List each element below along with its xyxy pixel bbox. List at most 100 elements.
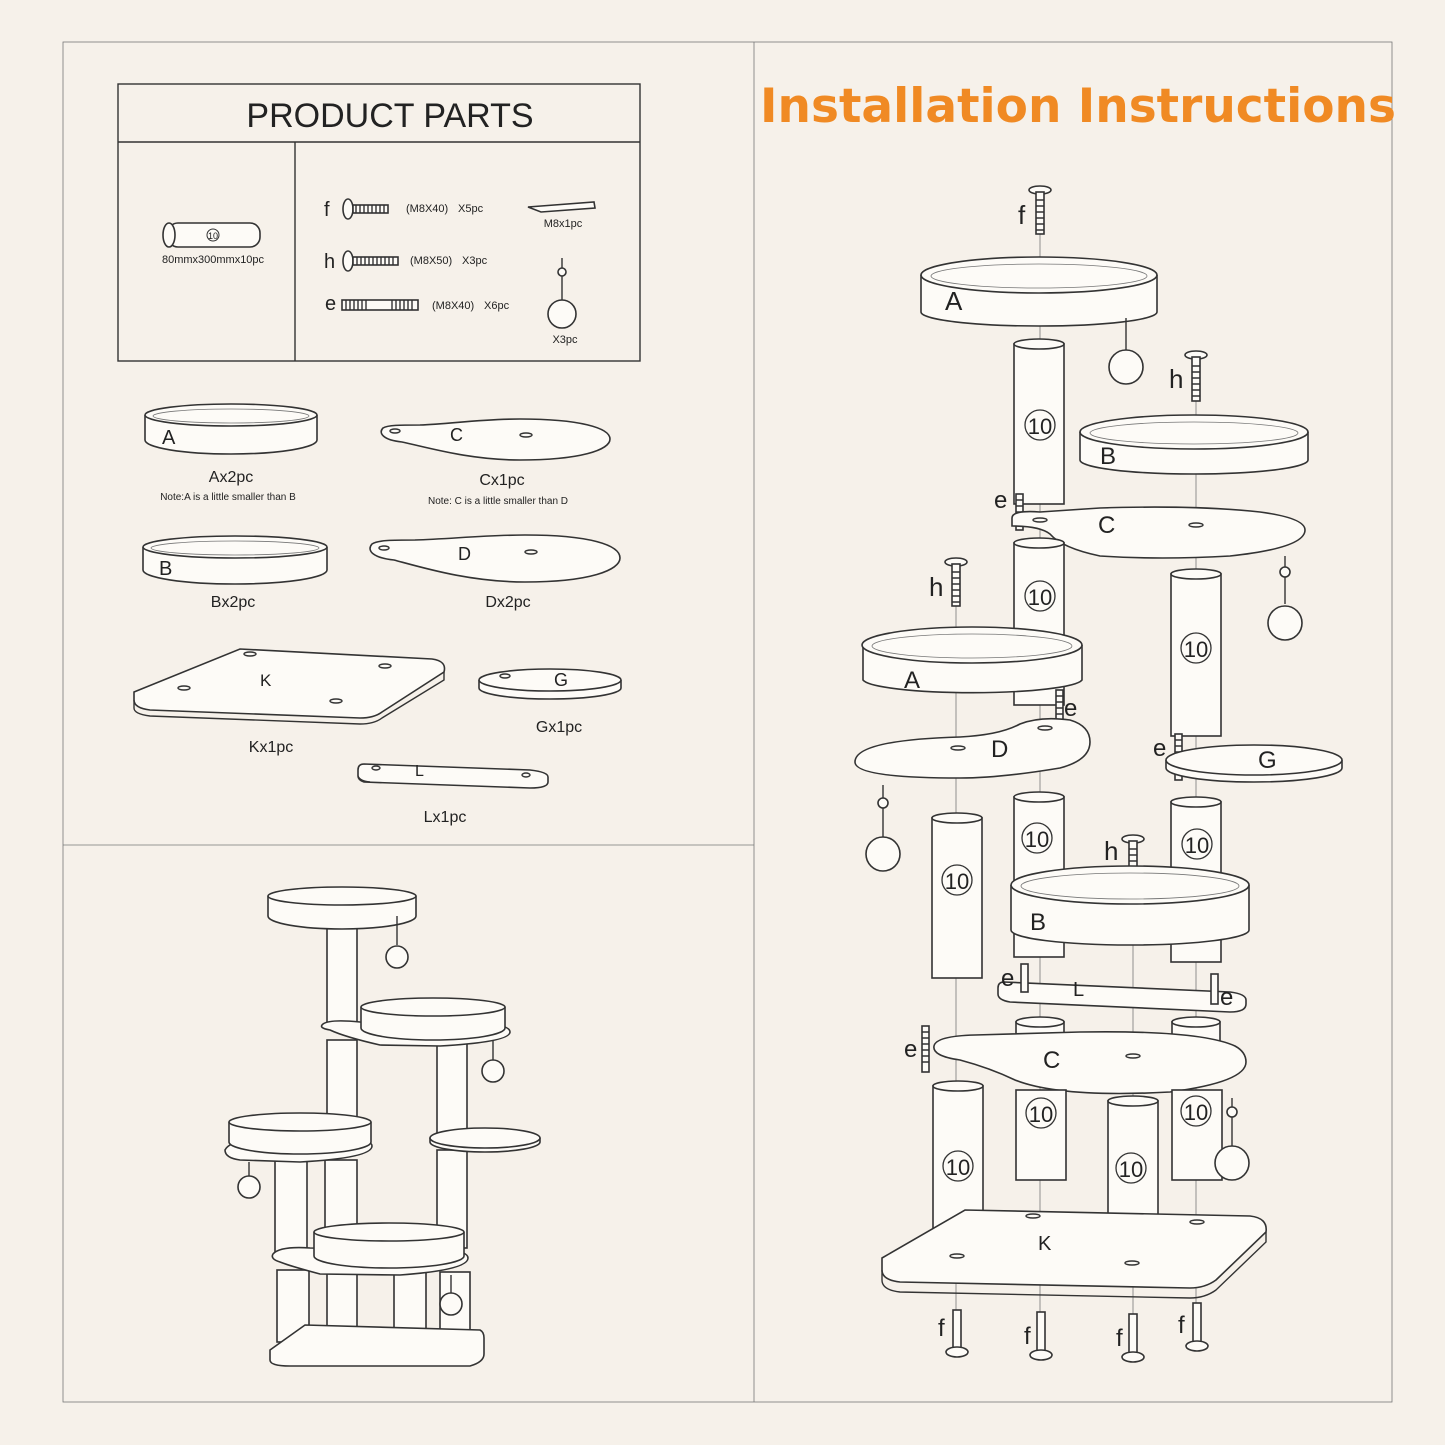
- install-title: Installation Instructions: [760, 79, 1396, 134]
- svg-text:f: f: [1018, 200, 1026, 230]
- svg-text:10: 10: [1029, 1102, 1053, 1127]
- exploded-post: 10: [1013, 338, 1065, 505]
- part-l: L: [357, 763, 549, 789]
- svg-text:10: 10: [1185, 833, 1209, 858]
- svg-text:f: f: [1024, 1323, 1031, 1350]
- exploded-part-l: L: [997, 963, 1247, 1013]
- svg-text:f: f: [938, 1315, 945, 1342]
- svg-text:e: e: [1153, 735, 1166, 762]
- svg-text:A: A: [904, 667, 920, 694]
- part-a: A: [144, 403, 318, 455]
- wrench-qty: M8x1pc: [544, 218, 583, 230]
- hardware-e-letter: e: [325, 293, 336, 315]
- screw-f-icon: [1121, 1313, 1145, 1363]
- hardware-f-qty: X5pc: [458, 203, 484, 215]
- svg-text:D: D: [991, 736, 1008, 763]
- svg-text:C: C: [1098, 512, 1115, 539]
- post-spec: 80mmx300mmx10pc: [162, 254, 265, 266]
- svg-text:e: e: [1001, 965, 1014, 992]
- part-c: C: [380, 418, 611, 461]
- exploded-part-g: G: [1165, 744, 1343, 783]
- part-g-qty: Gx1pc: [536, 719, 582, 736]
- svg-text:10: 10: [946, 1155, 970, 1180]
- part-a-note: Note:A is a little smaller than B: [160, 492, 296, 503]
- screw-f-icon: [1028, 185, 1052, 235]
- hardware-f-letter: f: [324, 199, 330, 221]
- screw-f-icon: [1029, 1311, 1053, 1361]
- exploded-part-c-low: C: [933, 1030, 1247, 1095]
- part-b-letter: B: [159, 558, 172, 580]
- svg-text:10: 10: [945, 869, 969, 894]
- svg-text:A: A: [945, 286, 963, 316]
- exploded-part-k: K: [881, 1209, 1267, 1299]
- svg-text:e: e: [994, 487, 1007, 514]
- post-number: 10: [208, 231, 218, 241]
- exploded-part-b-top: B: [1079, 414, 1309, 475]
- svg-text:G: G: [1258, 747, 1277, 774]
- assembled-cat-tree: [224, 886, 541, 1367]
- exploded-part-a-top: A: [920, 256, 1158, 385]
- part-d-letter: D: [458, 544, 471, 564]
- svg-text:e: e: [1220, 984, 1233, 1011]
- double-bolt-e-icon: [921, 1025, 930, 1073]
- exploded-part-d: D: [854, 717, 1091, 872]
- svg-text:10: 10: [1119, 1157, 1143, 1182]
- svg-text:e: e: [1064, 695, 1077, 722]
- part-g: G: [478, 668, 622, 700]
- exploded-part-b-low: B: [1010, 865, 1250, 946]
- hardware-h-qty: X3pc: [462, 255, 488, 267]
- exploded-part-a-mid: A: [861, 626, 1083, 694]
- hardware-h-spec: (M8X50): [410, 255, 452, 267]
- svg-text:10: 10: [1025, 827, 1049, 852]
- allen-wrench-icon: [527, 201, 596, 213]
- hardware-e-spec: (M8X40): [432, 300, 474, 312]
- svg-text:10: 10: [1184, 1100, 1208, 1125]
- part-a-letter: A: [162, 427, 176, 449]
- screw-h-icon: [944, 557, 968, 607]
- ball-qty: X3pc: [552, 334, 578, 346]
- svg-text:h: h: [929, 572, 943, 602]
- double-bolt-e-icon: [341, 299, 419, 311]
- screw-f-icon: [342, 198, 389, 220]
- part-c-letter: C: [450, 425, 463, 445]
- page-frame: [62, 41, 1393, 1403]
- part-d: D: [369, 534, 621, 583]
- part-l-qty: Lx1pc: [424, 809, 467, 826]
- parts-header: PRODUCT PARTS: [246, 97, 533, 135]
- part-c-note: Note: C is a little smaller than D: [428, 496, 568, 507]
- part-k-qty: Kx1pc: [249, 739, 293, 756]
- hardware-h-letter: h: [324, 251, 335, 273]
- part-g-letter: G: [554, 670, 568, 690]
- part-k: K: [133, 648, 446, 725]
- svg-text:10: 10: [1028, 585, 1052, 610]
- svg-text:K: K: [1038, 1233, 1052, 1255]
- exploded-post: 10: [1171, 1089, 1223, 1181]
- exploded-post: 10: [931, 812, 983, 979]
- svg-text:f: f: [1178, 1312, 1185, 1339]
- hardware-f-spec: (M8X40): [406, 203, 448, 215]
- product-parts-table: PRODUCT PARTS 10 80mmx300mmx10pc f (M8X4…: [117, 83, 641, 362]
- hanging-ball-icon: [547, 258, 577, 329]
- part-a-qty: Ax2pc: [209, 469, 253, 486]
- svg-text:h: h: [1169, 364, 1183, 394]
- screw-f-icon: [1185, 1302, 1209, 1352]
- svg-text:10: 10: [1184, 637, 1208, 662]
- svg-text:e: e: [904, 1036, 917, 1063]
- exploded-post: 10: [1170, 568, 1222, 737]
- exploded-view: f A 10 h B: [854, 185, 1343, 1363]
- svg-text:h: h: [1104, 836, 1118, 866]
- svg-text:f: f: [1116, 1325, 1123, 1352]
- exploded-part-c: C: [1011, 506, 1306, 641]
- svg-text:10: 10: [1028, 414, 1052, 439]
- hardware-e-qty: X6pc: [484, 300, 510, 312]
- post-icon: 10: [162, 222, 261, 248]
- svg-text:L: L: [1073, 979, 1084, 1001]
- svg-text:B: B: [1030, 909, 1046, 936]
- screw-h-icon: [342, 250, 399, 272]
- part-k-letter: K: [260, 671, 272, 690]
- part-d-qty: Dx2pc: [485, 594, 530, 611]
- part-l-letter: L: [415, 763, 424, 780]
- screw-h-icon: [1184, 350, 1208, 402]
- svg-text:C: C: [1043, 1047, 1060, 1074]
